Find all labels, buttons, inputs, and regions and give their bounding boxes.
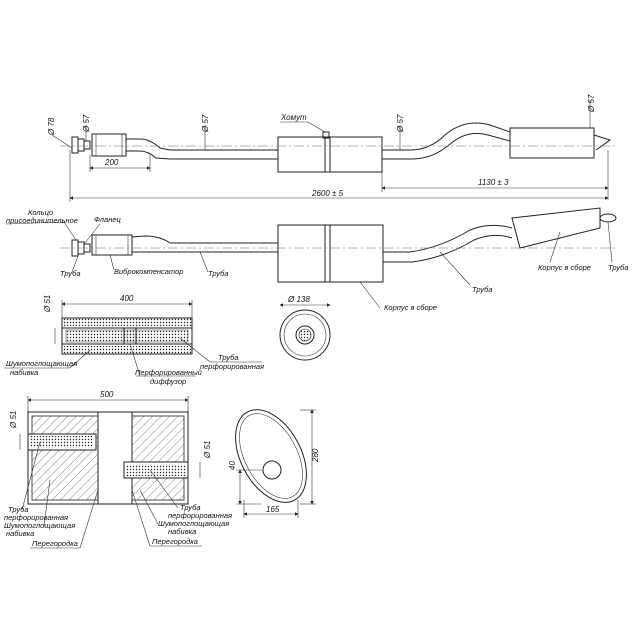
dim-d51-c: Ø 51 bbox=[203, 441, 212, 459]
dim-len500: 500 bbox=[100, 390, 114, 399]
label-m-partition: Перегородка bbox=[32, 539, 78, 548]
dimension-d138: Ø 138 bbox=[279, 295, 331, 307]
dim-len400: 400 bbox=[120, 294, 134, 303]
label-pipe-tail: Труба bbox=[472, 285, 493, 294]
label-m-perf-pipe-1: Труба bbox=[8, 505, 29, 514]
labels-view-assembly: Кольцо присоединительное Фланец Труба Ви… bbox=[5, 208, 629, 312]
labels-rear-muffler: Труба перфорированная Шумопоглощающая на… bbox=[4, 441, 232, 549]
label-perf-pipe-2: перфорированная bbox=[200, 362, 264, 371]
dim-h280: 280 bbox=[311, 448, 320, 463]
label-pipe-right: Труба bbox=[608, 263, 629, 272]
dim-d57-pipe2: Ø 57 bbox=[396, 114, 405, 133]
dim-d138: Ø 138 bbox=[287, 295, 310, 304]
dimensions-view-top: Ø 78 Ø 57 200 Ø 57 Ø 57 Ø 57 1130 ± 3 26… bbox=[47, 94, 609, 202]
label-r-partition: Перегородка bbox=[152, 537, 198, 546]
label-r-perf-pipe-2: перфорированная bbox=[168, 511, 232, 520]
dim-d78: Ø 78 bbox=[47, 117, 56, 136]
dim-len1130: 1130 ± 3 bbox=[478, 178, 509, 187]
label-pipe-left: Труба bbox=[60, 269, 81, 278]
system-view-top bbox=[60, 122, 618, 173]
label-sound-fill-2: набивка bbox=[10, 368, 38, 377]
label-body-tail: Корпус в сборе bbox=[538, 263, 591, 272]
dim-len2600: 2600 ± 5 bbox=[311, 189, 344, 198]
dimensions-rear-muffler: 500 Ø 51 Ø 51 bbox=[9, 390, 212, 478]
label-r-perf-pipe-1: Труба bbox=[180, 503, 201, 512]
label-m-sound-2: набивка bbox=[6, 529, 34, 538]
dim-len200: 200 bbox=[104, 158, 119, 167]
dim-d51-b: Ø 51 bbox=[9, 411, 18, 429]
label-diffuser-1: Перфорированный bbox=[135, 368, 203, 377]
label-m-perf-pipe-2: перфорированная bbox=[4, 513, 68, 522]
section-front-muffler bbox=[61, 317, 193, 355]
dim-d57-pipe1: Ø 57 bbox=[201, 114, 210, 133]
section-rear-muffler bbox=[27, 411, 189, 505]
label-sound-fill-1: Шумопоглощающая bbox=[6, 359, 77, 368]
dim-h40: 40 bbox=[228, 461, 237, 470]
label-ring-2: присоединительное bbox=[6, 216, 78, 225]
label-flange: Фланец bbox=[94, 215, 121, 224]
label-body: Корпус в сборе bbox=[384, 303, 437, 312]
dim-d51-a: Ø 51 bbox=[43, 295, 52, 313]
label-diffuser-2: диффузор bbox=[150, 377, 186, 386]
dim-d57-tail: Ø 57 bbox=[587, 94, 596, 113]
label-perf-pipe-1: Труба bbox=[218, 353, 239, 362]
label-m-sound-1: Шумопоглощающая bbox=[4, 521, 75, 530]
label-ring-1: Кольцо bbox=[28, 208, 53, 217]
end-view-rear-muffler bbox=[235, 409, 307, 503]
dimensions-oval: 280 40 165 bbox=[228, 409, 320, 518]
dim-d57-flange: Ø 57 bbox=[82, 114, 91, 133]
label-vibro: Виброкомпенсатор bbox=[114, 267, 183, 276]
label-clamp: Хомут bbox=[280, 113, 307, 122]
end-view-front-muffler bbox=[279, 309, 331, 361]
system-view-assembly bbox=[60, 207, 618, 283]
label-pipe-mid: Труба bbox=[208, 269, 229, 278]
dimensions-front-muffler: 400 Ø 51 bbox=[43, 294, 193, 344]
label-r-sound-1: Шумопоглощающая bbox=[158, 519, 229, 528]
dim-w165: 165 bbox=[266, 505, 280, 514]
label-r-sound-2: набивка bbox=[168, 527, 196, 536]
labels-front-muffler: Шумопоглощающая набивка Труба перфориров… bbox=[4, 337, 264, 386]
